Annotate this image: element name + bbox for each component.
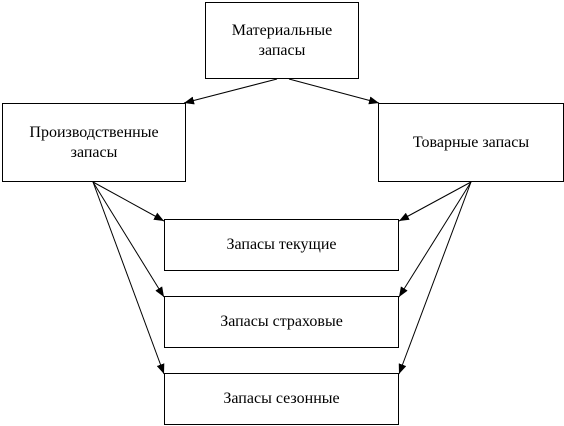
arrow-production-to-seasonal	[92, 181, 165, 375]
node-seasonal-stocks-label: Запасы сезонные	[223, 390, 340, 407]
node-commodity-stocks-label: Товарные запасы	[412, 133, 530, 151]
node-current-stocks: Запасы текущие	[164, 219, 399, 271]
node-material-stocks: Материальные запасы	[205, 2, 359, 79]
arrow-commodity-to-safety	[398, 181, 472, 298]
node-safety-stocks-label: Запасы страховые	[220, 313, 343, 330]
node-commodity-stocks: Товарные запасы	[378, 103, 564, 182]
arrow-production-to-current	[92, 181, 165, 222]
node-production-stocks-label: Производственные запасы	[29, 123, 159, 161]
arrow-root-to-production	[183, 78, 278, 105]
arrow-commodity-to-seasonal	[398, 181, 472, 375]
arrow-root-to-commodity	[288, 78, 380, 105]
arrow-commodity-to-current	[398, 181, 472, 222]
node-current-stocks-label: Запасы текущие	[226, 236, 337, 253]
node-seasonal-stocks: Запасы сезонные	[164, 373, 399, 425]
arrow-production-to-safety	[92, 181, 165, 298]
node-safety-stocks: Запасы страховые	[164, 296, 399, 348]
node-production-stocks: Производственные запасы	[2, 103, 186, 182]
node-material-stocks-label: Материальные запасы	[231, 21, 333, 59]
